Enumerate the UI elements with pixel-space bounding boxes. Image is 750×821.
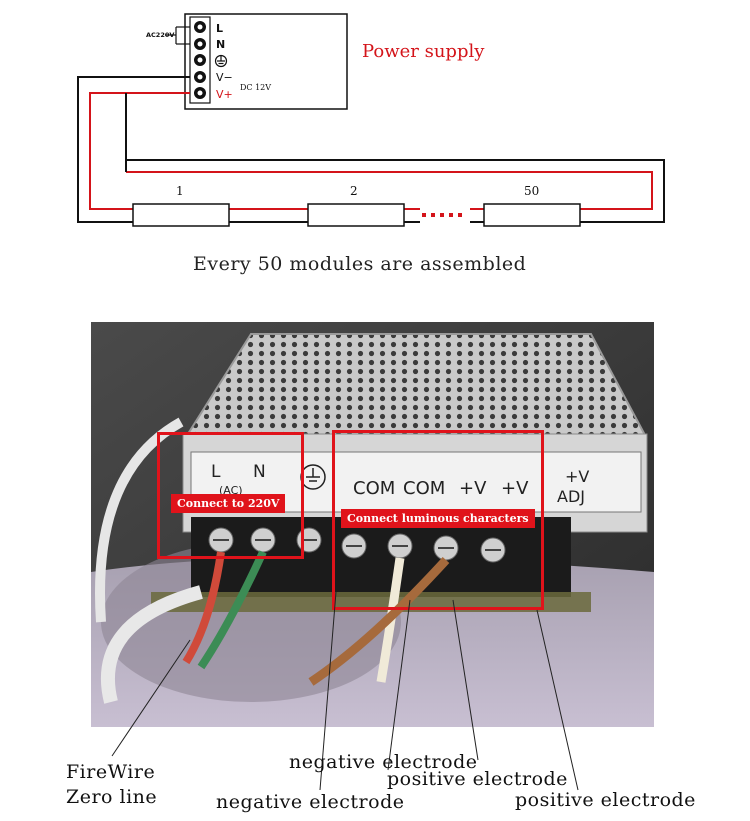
connect-220v-label: Connect to 220V [171, 494, 286, 513]
photo-label-v-adj: +V [565, 467, 589, 486]
firewire-label: FireWire [66, 761, 156, 783]
power-supply-title: Power supply [362, 41, 485, 62]
ground-icon [214, 54, 228, 68]
photo-label-v2: +V [501, 478, 529, 499]
terminal-label-vplus: V+ [216, 88, 233, 101]
ac-input-highlight-box [157, 432, 304, 559]
terminal-screws [194, 21, 206, 99]
dc-voltage-label: DC 12V [240, 83, 271, 92]
dc-output-highlight-box [332, 430, 544, 610]
photo-label-l: L [211, 462, 221, 482]
module-50 [483, 203, 581, 227]
photo-label-ac: (AC) [219, 484, 243, 497]
photo-label-com1: COM [353, 478, 395, 499]
negative-electrode-label-upper: negative electrode [289, 751, 478, 773]
negative-wire [77, 76, 665, 223]
terminal-label-vminus: V− [216, 71, 233, 84]
photo-label-adj: ADJ [557, 487, 585, 506]
wiring-caption: Every 50 modules are assembled [193, 253, 527, 275]
positive-wire [89, 92, 653, 210]
photo-label-v1: +V [459, 478, 487, 499]
module-label-1: 1 [176, 184, 184, 198]
terminal-label-l: L [216, 22, 223, 35]
negative-electrode-label-lower: negative electrode [216, 791, 405, 813]
positive-electrode-label-lower: positive electrode [515, 789, 696, 811]
zero-line-label: Zero line [66, 786, 158, 808]
power-supply-photo: L N (AC) COM COM +V +V +V ADJ [91, 322, 654, 727]
power-supply-box [184, 13, 348, 110]
terminal-screws-photo [208, 527, 506, 563]
module-label-2: 2 [350, 184, 358, 198]
photo-label-n: N [253, 462, 266, 482]
continuation-dots [422, 213, 462, 217]
ac-input-label: AC220V [146, 31, 174, 39]
wiring-diagram: L N V− V+ DC 12V AC220V Power supply 1 2… [77, 13, 665, 227]
positive-electrode-label-upper: positive electrode [387, 768, 568, 790]
connect-luminous-label: Connect luminous characters [341, 509, 535, 528]
module-label-50: 50 [524, 184, 539, 198]
module-2 [307, 203, 405, 227]
photo-label-com2: COM [403, 478, 445, 499]
terminal-label-n: N [216, 38, 225, 51]
module-1 [132, 203, 230, 227]
